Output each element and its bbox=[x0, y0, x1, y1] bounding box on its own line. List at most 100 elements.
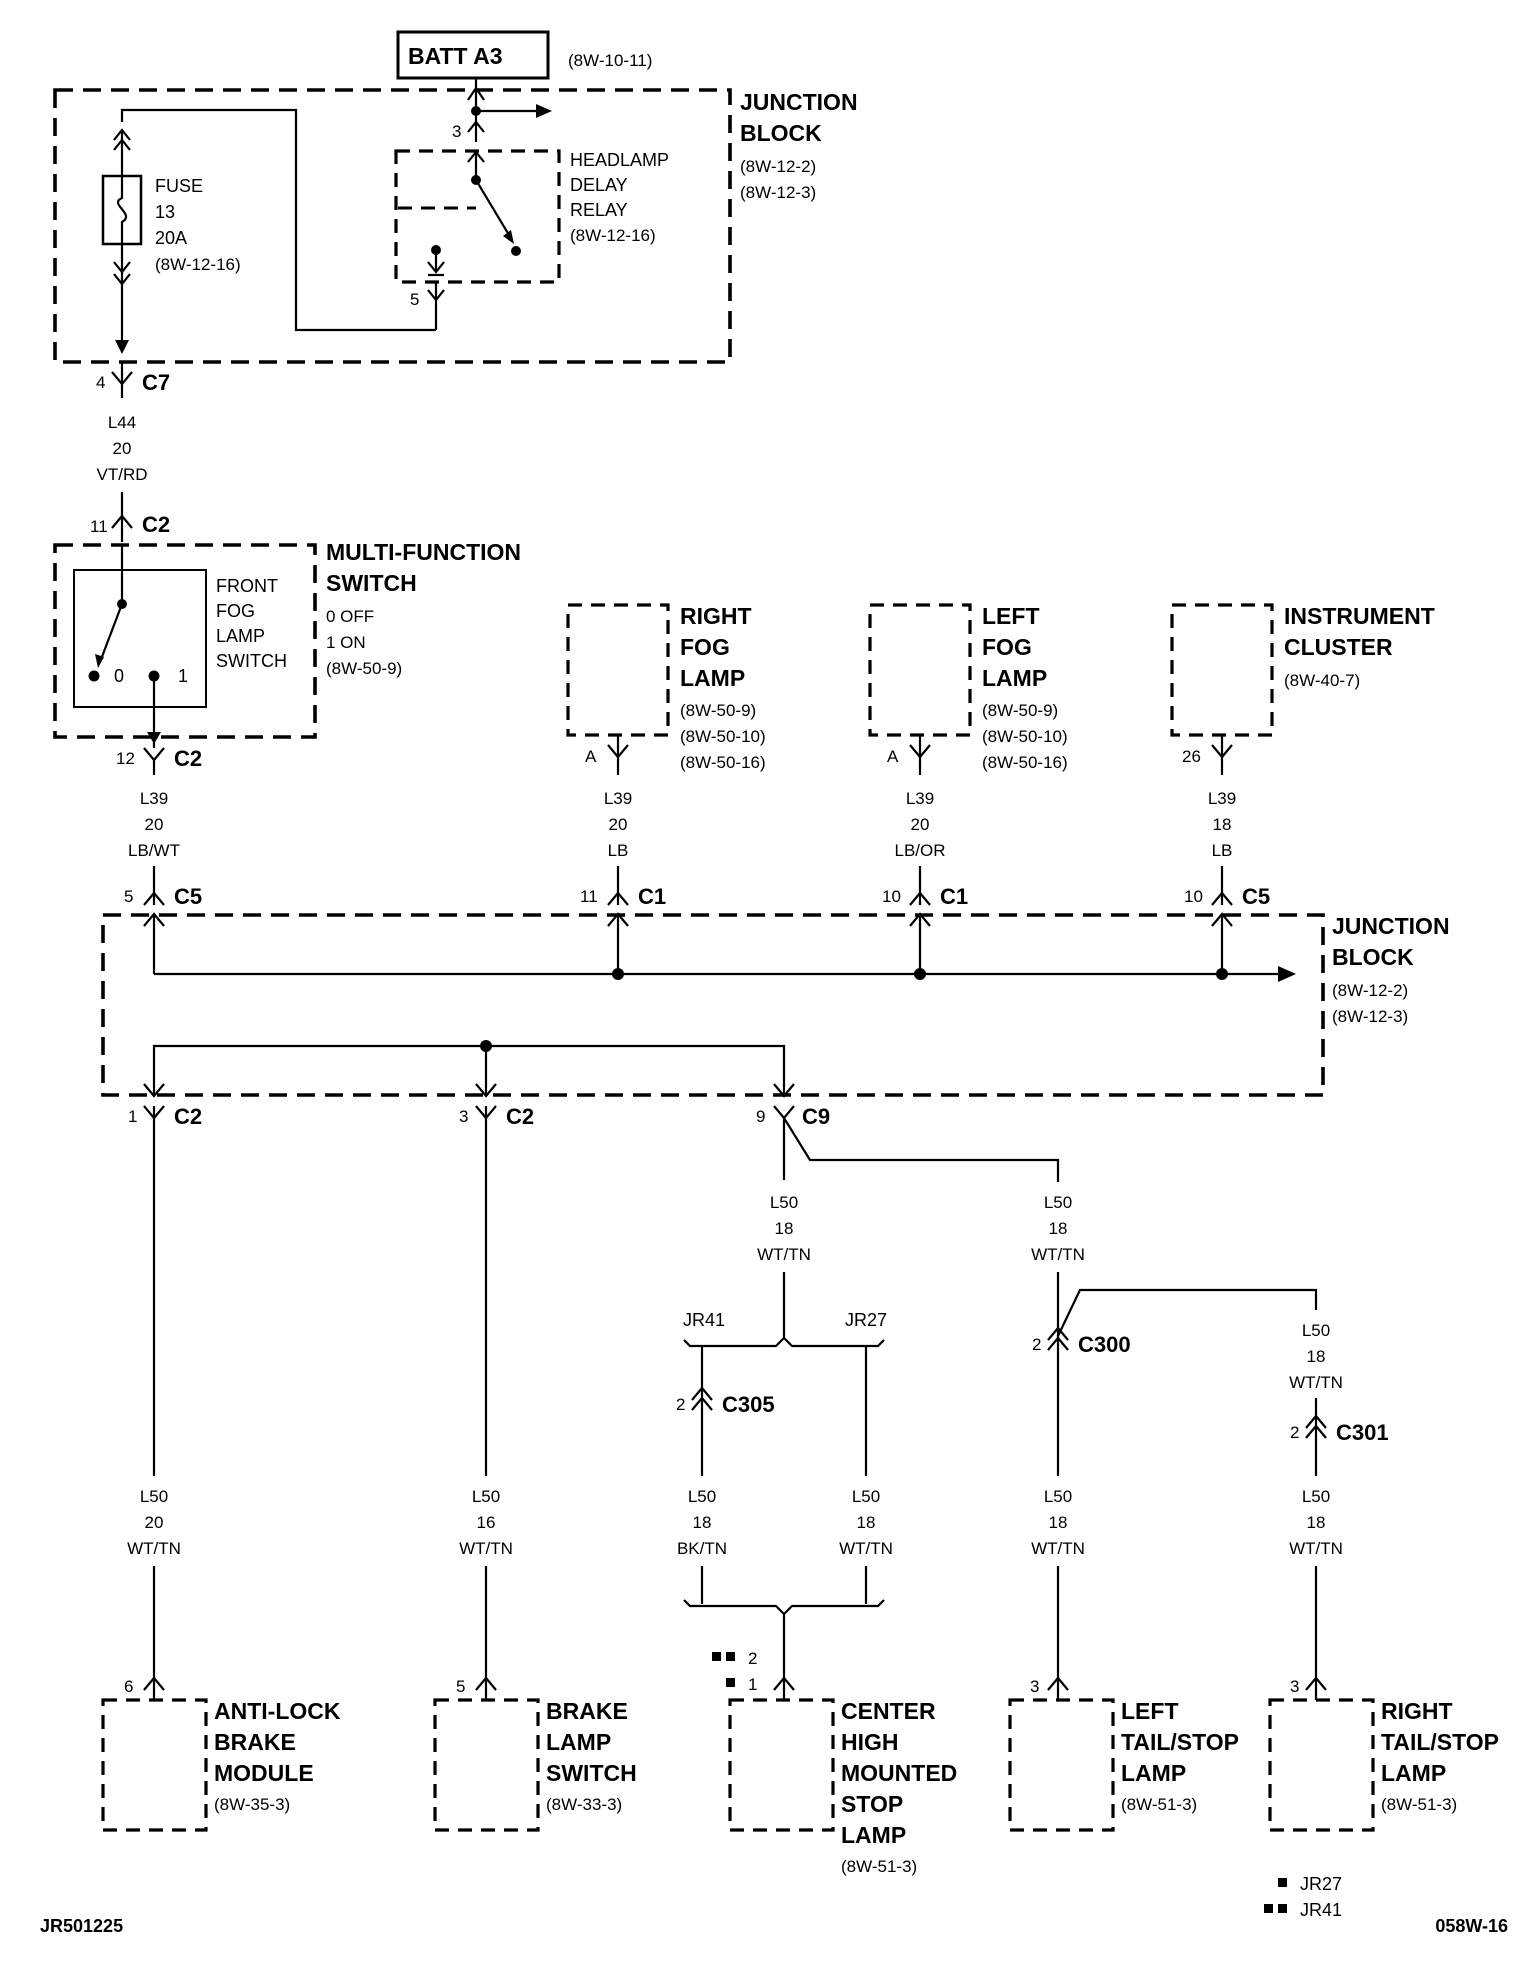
chmsl-t5: LAMP bbox=[841, 1822, 906, 1848]
left-tail-t3: LAMP bbox=[1121, 1760, 1186, 1786]
pin3-top-chevron bbox=[467, 86, 485, 101]
left-tail-t2: TAIL/STOP bbox=[1121, 1729, 1239, 1755]
mfs-in-pin: 11 bbox=[90, 517, 108, 536]
brake-wire-gauge: 16 bbox=[477, 1513, 496, 1532]
relay-to-fuse-wire bbox=[120, 108, 436, 332]
c301-name: C301 bbox=[1336, 1420, 1389, 1445]
right-fog-pin: A bbox=[585, 747, 597, 766]
abs-wire-gauge: 20 bbox=[145, 1513, 164, 1532]
chmsl-jr27-marker bbox=[726, 1678, 735, 1687]
l44-color: VT/RD bbox=[97, 465, 148, 484]
c300-connector-a bbox=[1047, 1326, 1069, 1341]
abs-t1: ANTI-LOCK bbox=[214, 1698, 341, 1724]
right-fog-t1: RIGHT bbox=[680, 603, 752, 629]
jb-in-0-conn: C5 bbox=[174, 884, 202, 909]
l39a-circuit: L39 bbox=[140, 789, 168, 808]
fuse-bottom-chevron-a bbox=[113, 261, 131, 274]
left-fog-r3: (8W-50-16) bbox=[982, 753, 1068, 772]
legend-jr41: JR41 bbox=[1300, 1900, 1342, 1920]
relay-l4: (8W-12-16) bbox=[570, 226, 656, 245]
chmsl-t4: STOP bbox=[841, 1791, 903, 1817]
l50c-circuit: L50 bbox=[1302, 1321, 1330, 1340]
mfs-switch-arm bbox=[98, 603, 124, 663]
fuse-bottom-chevron-b bbox=[113, 273, 131, 286]
c301-pin: 2 bbox=[1290, 1423, 1299, 1442]
relay-l3: RELAY bbox=[570, 200, 628, 220]
c300-pin: 2 bbox=[1032, 1335, 1041, 1354]
fuse-l1: FUSE bbox=[155, 176, 203, 196]
right-tail-ref: (8W-51-3) bbox=[1381, 1795, 1457, 1814]
l50b-gauge: 18 bbox=[1049, 1219, 1068, 1238]
c7-pin: 4 bbox=[96, 373, 105, 392]
l39b-color: LB bbox=[608, 841, 629, 860]
brake-switch-t3: SWITCH bbox=[546, 1760, 637, 1786]
l50c-gauge: 18 bbox=[1307, 1347, 1326, 1366]
cluster-t2: CLUSTER bbox=[1284, 634, 1393, 660]
mfs-sw4: SWITCH bbox=[216, 651, 287, 671]
abs-t2: BRAKE bbox=[214, 1729, 296, 1755]
cluster-t1: INSTRUMENT bbox=[1284, 603, 1435, 629]
chmsl-ref: (8W-51-3) bbox=[841, 1857, 917, 1876]
relay-pin-in: 3 bbox=[452, 122, 461, 141]
chmsl-t1: CENTER bbox=[841, 1698, 936, 1724]
left-tail-connector bbox=[1047, 1676, 1069, 1691]
left-tail-pin: 3 bbox=[1030, 1677, 1039, 1696]
legend-jr27-marker bbox=[1278, 1878, 1287, 1887]
batt-label: BATT A3 bbox=[408, 43, 503, 69]
c301-connector-a bbox=[1305, 1414, 1327, 1429]
pin3-chevron bbox=[467, 120, 485, 133]
jr-option-brace-bottom bbox=[683, 1599, 885, 1616]
abs-ref: (8W-35-3) bbox=[214, 1795, 290, 1814]
l39d-color: LB bbox=[1212, 841, 1233, 860]
chmsl-jr41-marker-b bbox=[726, 1652, 735, 1661]
fuse-l3: 20A bbox=[155, 228, 187, 248]
abs-pin: 6 bbox=[124, 1677, 133, 1696]
jb-in-c1b-connector bbox=[909, 891, 931, 906]
relay-nc-contact bbox=[511, 246, 521, 256]
chmsl-pin-a: 2 bbox=[748, 1649, 757, 1668]
brake-switch-t2: LAMP bbox=[546, 1729, 611, 1755]
legend-jr41-marker-a bbox=[1264, 1904, 1273, 1913]
l39d-gauge: 18 bbox=[1213, 815, 1232, 834]
relay-out-chevron bbox=[427, 261, 445, 274]
mfs-sw2: FOG bbox=[216, 601, 255, 621]
l44-gauge: 20 bbox=[113, 439, 132, 458]
left-tail-wire-color: WT/TN bbox=[1031, 1539, 1085, 1558]
batt-splice-dot bbox=[471, 106, 481, 116]
fog-lamp-switch-box bbox=[73, 569, 207, 708]
mfs-sw3: LAMP bbox=[216, 626, 265, 646]
junction-top-ref1: (8W-12-2) bbox=[740, 157, 816, 176]
fuse-out-arrow bbox=[115, 340, 129, 354]
brake-switch-pin: 5 bbox=[456, 1677, 465, 1696]
left-fog-r2: (8W-50-10) bbox=[982, 727, 1068, 746]
instrument-cluster-box bbox=[1170, 603, 1274, 737]
c9-to-tail-wire bbox=[783, 1117, 1060, 1182]
left-tail-stop-lamp-box bbox=[1008, 1698, 1115, 1832]
l39a-gauge: 20 bbox=[145, 815, 164, 834]
chmsl-wt-color: WT/TN bbox=[839, 1539, 893, 1558]
c300-to-right-tail-wire bbox=[1057, 1288, 1318, 1337]
junction-block-mid bbox=[101, 913, 1325, 1097]
jb-out-2-conn: C9 bbox=[802, 1104, 830, 1129]
left-tail-wire-circuit: L50 bbox=[1044, 1487, 1072, 1506]
left-tail-ref: (8W-51-3) bbox=[1121, 1795, 1197, 1814]
chmsl-t3: MOUNTED bbox=[841, 1760, 957, 1786]
l50a-gauge: 18 bbox=[775, 1219, 794, 1238]
legend-jr41-marker-b bbox=[1278, 1904, 1287, 1913]
mfs-p0: 0 bbox=[114, 666, 124, 686]
junction-top-ref2: (8W-12-3) bbox=[740, 183, 816, 202]
c300-name: C300 bbox=[1078, 1332, 1131, 1357]
jr-option-brace-top bbox=[683, 1336, 885, 1348]
jb-splice-2 bbox=[914, 968, 926, 980]
junction-top-title1: JUNCTION bbox=[740, 89, 858, 115]
right-fog-t3: LAMP bbox=[680, 665, 745, 691]
brake-switch-connector bbox=[475, 1676, 497, 1691]
chmsl-wt-gauge: 18 bbox=[857, 1513, 876, 1532]
jb-in-3-conn: C5 bbox=[1242, 884, 1270, 909]
brake-switch-t1: BRAKE bbox=[546, 1698, 628, 1724]
left-fog-r1: (8W-50-9) bbox=[982, 701, 1058, 720]
batt-box bbox=[396, 30, 550, 80]
headlamp-delay-relay bbox=[394, 149, 561, 284]
right-fog-r1: (8W-50-9) bbox=[680, 701, 756, 720]
